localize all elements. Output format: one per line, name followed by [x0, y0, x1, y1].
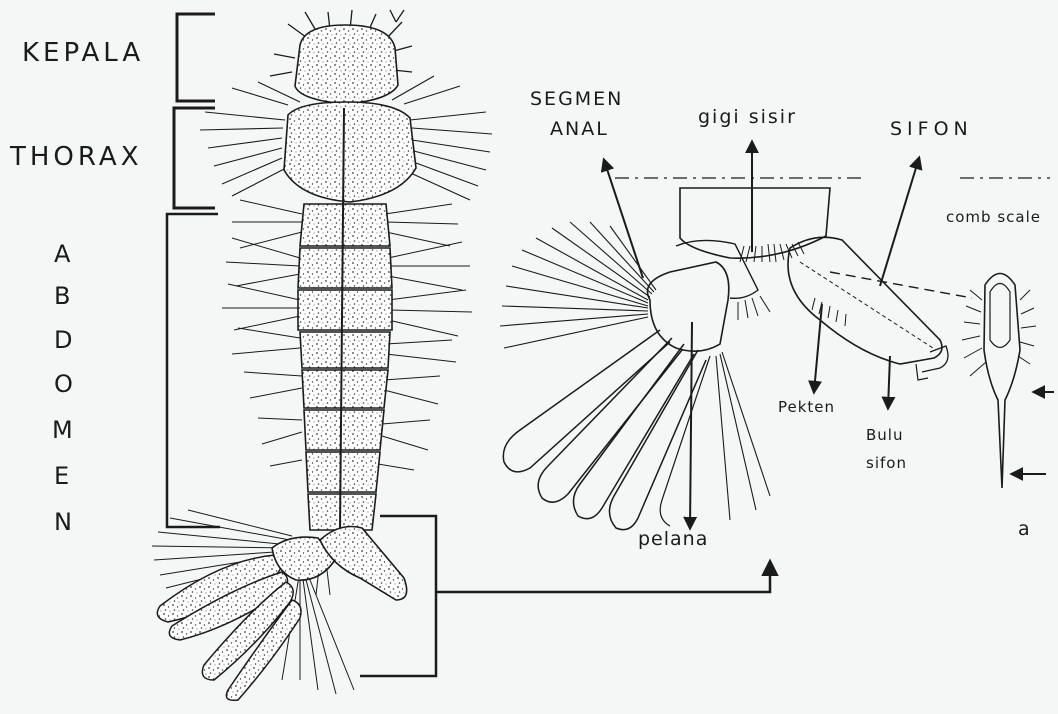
label-panel-a: a — [1018, 520, 1032, 539]
segment-eight — [680, 188, 830, 258]
label-anal: ANAL — [550, 120, 609, 139]
abdomen-segments — [298, 204, 392, 530]
bracket-abdomen — [167, 214, 220, 527]
abdomen-letter: M — [52, 418, 73, 442]
pecten-teeth — [812, 298, 846, 326]
abdomen-letter: E — [54, 464, 69, 488]
saddle — [648, 262, 729, 351]
label-segmen: SEGMEN — [530, 90, 623, 109]
bracket-head — [177, 14, 215, 101]
abdomen-letter: D — [54, 328, 72, 352]
label-thorax: THORAX — [10, 144, 143, 170]
label-pekten: Pekten — [778, 400, 835, 415]
head — [295, 25, 398, 104]
comb-scale — [962, 274, 1036, 489]
arrow-sifon — [880, 158, 919, 286]
label-comb-scale: comb scale — [946, 210, 1041, 225]
anal-papillae — [157, 555, 301, 700]
arrow-pelana — [690, 322, 692, 528]
label-sifon: SIFON — [890, 120, 973, 139]
thorax — [284, 102, 416, 202]
siphon-detail — [788, 237, 942, 364]
label-gigi-sisir: gigi sisir — [698, 108, 797, 127]
larva-body — [152, 10, 492, 700]
caudal-fingers — [503, 330, 770, 530]
detail-connector — [360, 516, 770, 676]
abdomen-letter: A — [54, 242, 70, 266]
abdomen-letter: N — [54, 510, 72, 534]
posterior-detail — [500, 178, 1050, 530]
label-kepala: KEPALA — [22, 40, 144, 66]
label-bulu: Bulu — [866, 428, 903, 443]
label-pelana: pelana — [638, 530, 708, 549]
abdomen-letter: B — [54, 284, 70, 308]
abdomen-letter: O — [54, 372, 73, 396]
label-sifon-small: sifon — [866, 456, 907, 471]
ventral-brush — [500, 222, 656, 348]
arrow-bulu-sifon — [888, 356, 890, 408]
bracket-thorax — [174, 108, 215, 208]
